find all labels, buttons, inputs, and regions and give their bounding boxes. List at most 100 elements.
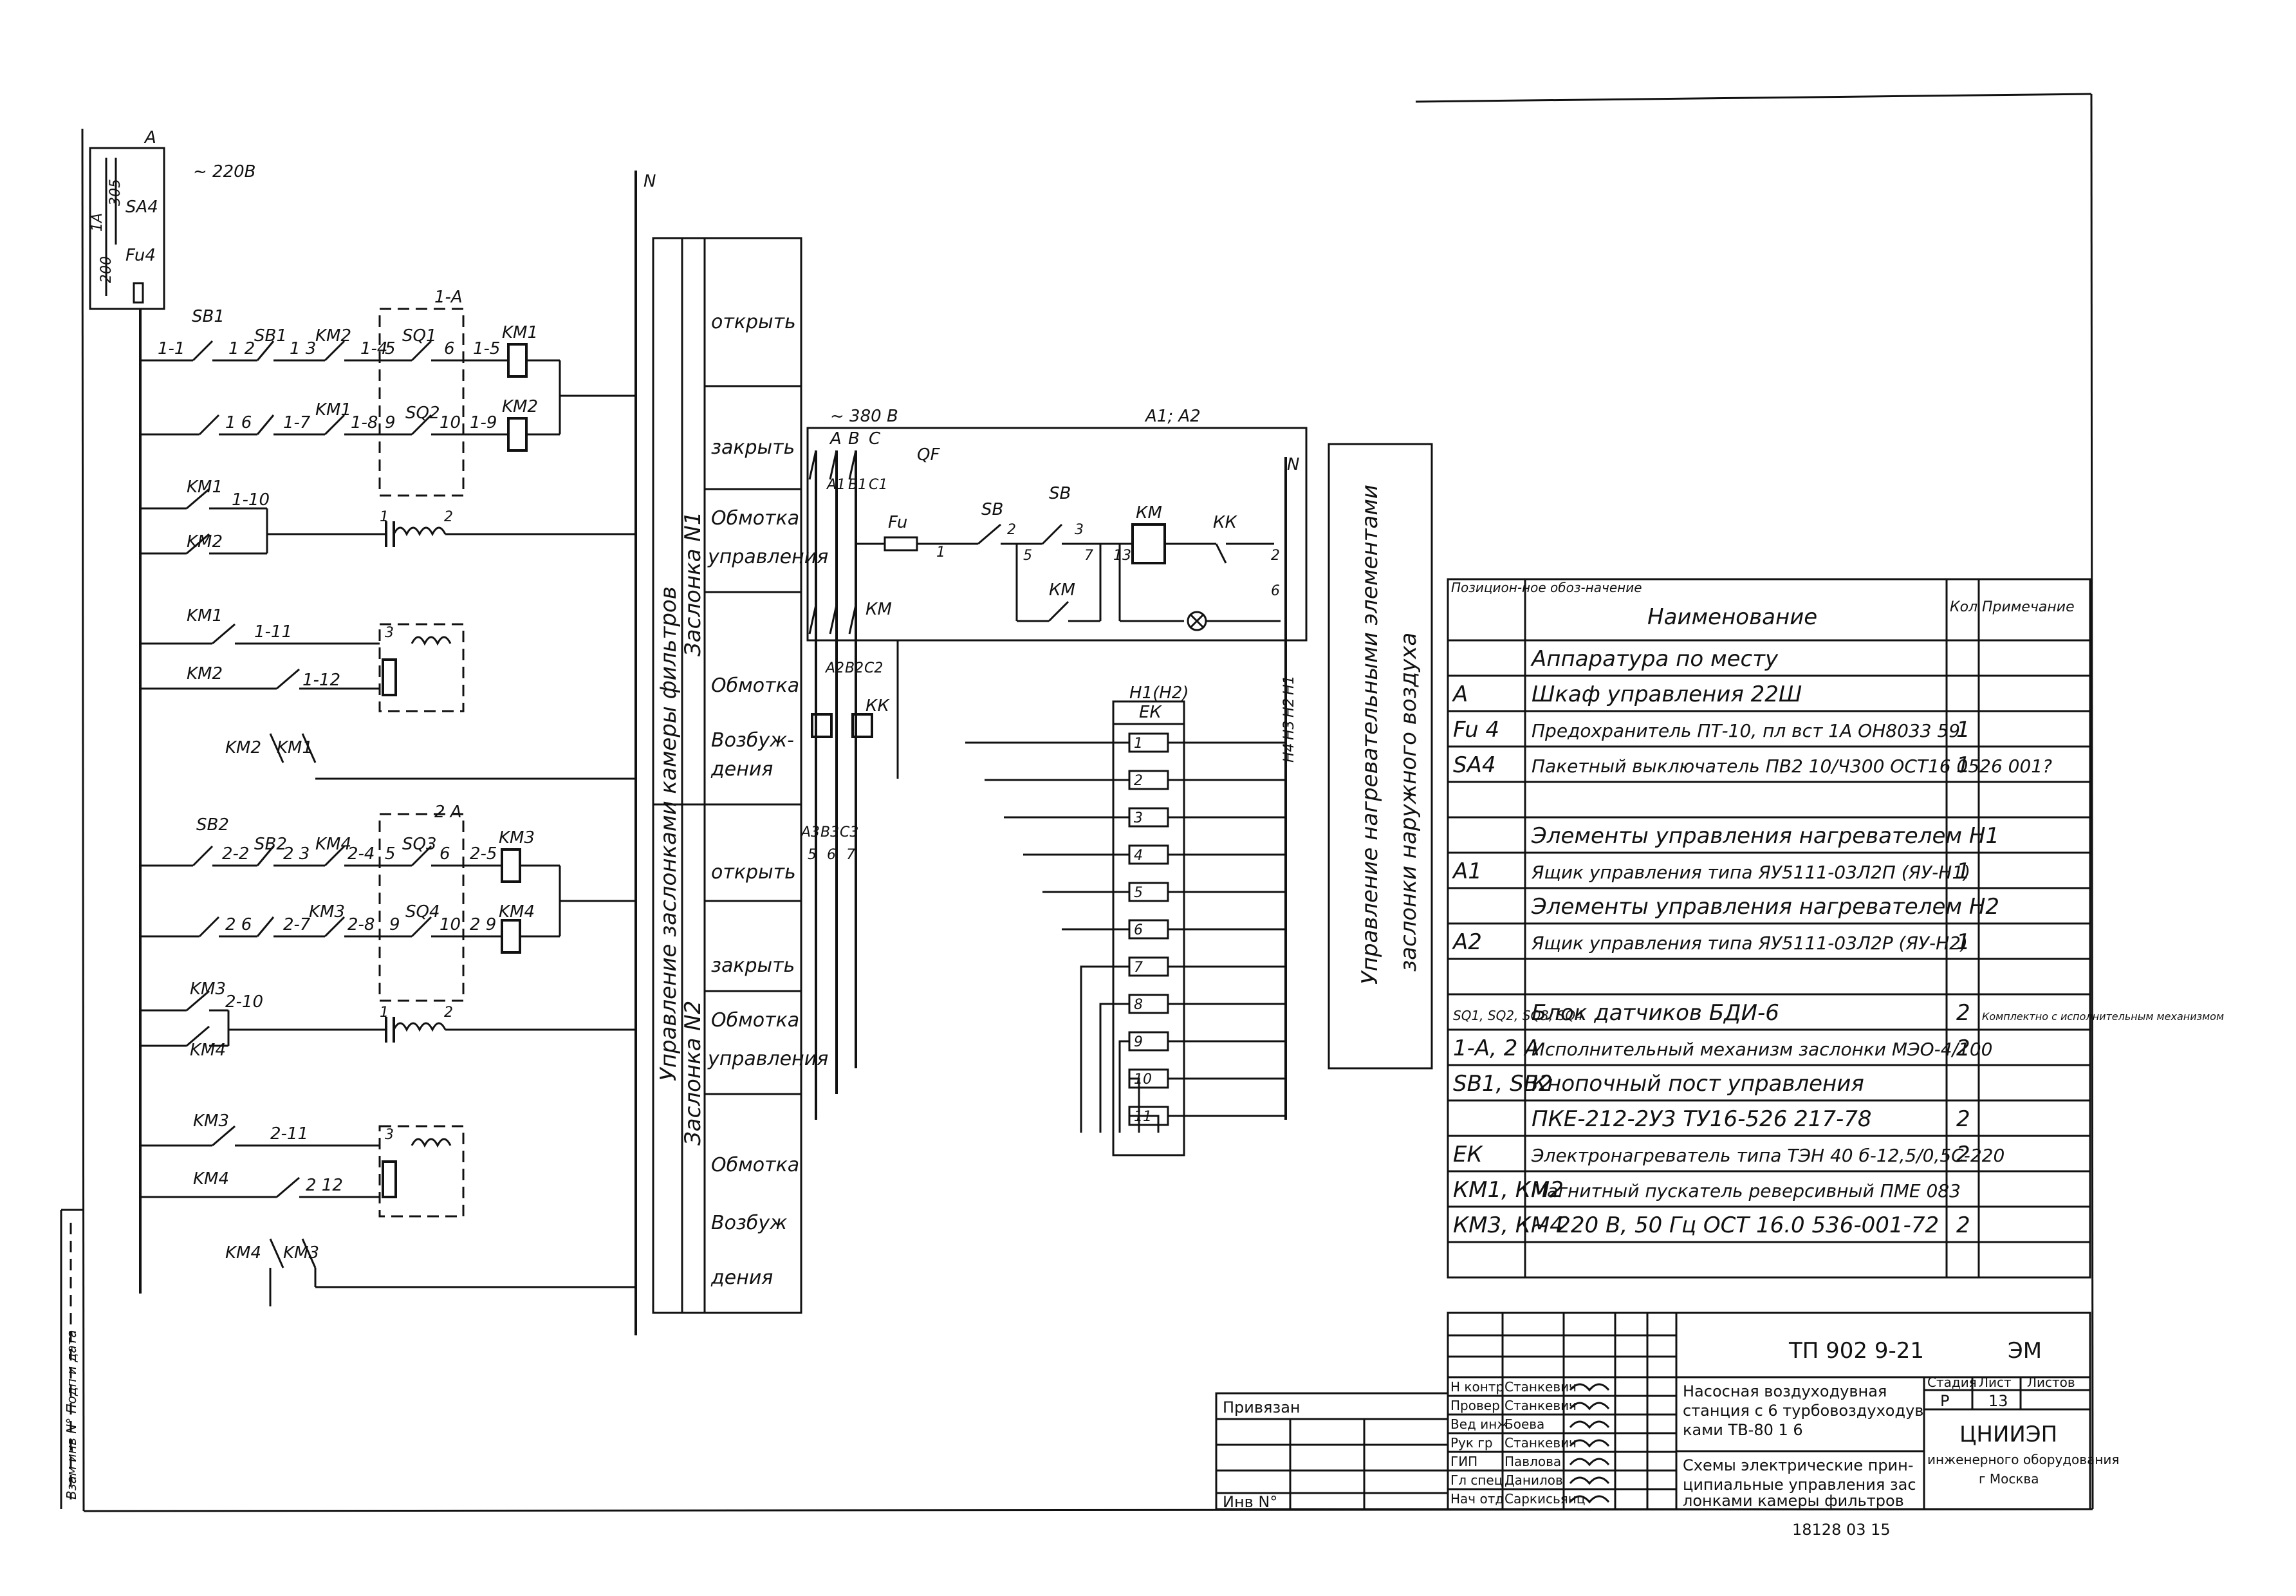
svg-text:Возбуж: Возбуж bbox=[711, 1212, 787, 1234]
svg-text:SQ3: SQ3 bbox=[402, 835, 437, 854]
svg-text:управления: управления bbox=[707, 546, 828, 568]
signature-role: Нач отд bbox=[1450, 1491, 1504, 1507]
signature-role: ГИП bbox=[1450, 1454, 1477, 1469]
svg-text:KM1: KM1 bbox=[502, 323, 538, 342]
svg-text:KM4: KM4 bbox=[315, 835, 351, 854]
svg-text:Н4: Н4 bbox=[1281, 743, 1297, 763]
signature-role: Н контр bbox=[1450, 1379, 1504, 1395]
left-margin-strip: Взам инв N° Подп и дата bbox=[60, 1209, 84, 1509]
spec-cell-name: Ящик управления типа ЯУ5111-03Л2Р (ЯУ-Н2… bbox=[1531, 933, 1968, 954]
vertical-damper-1: Заслонка N1 bbox=[680, 512, 706, 656]
spec-cell-qty: 2 bbox=[1956, 1142, 1970, 1167]
margin-stamp: Взам инв N° Подп и дата bbox=[64, 1330, 79, 1499]
svg-text:1-4: 1-4 bbox=[360, 339, 387, 358]
svg-text:1-5: 1-5 bbox=[473, 339, 500, 358]
svg-text:KM3: KM3 bbox=[190, 979, 226, 999]
heater-wire bbox=[1129, 1077, 1140, 1133]
spec-cell-name: Электронагреватель типа ТЭН 40 б-12,5/0,… bbox=[1531, 1145, 2004, 1166]
svg-text:закрыть: закрыть bbox=[711, 954, 795, 977]
svg-text:13: 13 bbox=[1113, 548, 1131, 564]
svg-text:6: 6 bbox=[1271, 583, 1280, 599]
svg-text:7: 7 bbox=[1084, 548, 1093, 564]
signature-name: Боева bbox=[1504, 1416, 1544, 1432]
svg-text:5: 5 bbox=[385, 844, 396, 864]
heater-cell-number: 4 bbox=[1134, 848, 1143, 864]
svg-text:Fu: Fu bbox=[888, 513, 907, 532]
signature-role: Рук гр bbox=[1450, 1435, 1493, 1451]
svg-text:5: 5 bbox=[1023, 548, 1032, 564]
svg-text:1 2: 1 2 bbox=[228, 339, 255, 358]
title-block: ТП 902 9-21 ЭМ Насосная воздуходувная ст… bbox=[1447, 1312, 2119, 1510]
svg-text:Н1(Н2): Н1(Н2) bbox=[1129, 683, 1189, 703]
heater-cell-number: 5 bbox=[1134, 885, 1143, 901]
org-name: ЦНИИЭП bbox=[1959, 1422, 2057, 1447]
svg-text:С2: С2 bbox=[864, 660, 883, 676]
damper-1-circuit bbox=[140, 308, 636, 780]
heater-wire bbox=[1099, 1003, 1129, 1133]
svg-text:1-7: 1-7 bbox=[283, 413, 311, 432]
svg-text:открыть: открыть bbox=[711, 861, 796, 884]
svg-text:2: 2 bbox=[1007, 522, 1016, 538]
signature-mark bbox=[1569, 1420, 1610, 1429]
svg-text:ЕК: ЕК bbox=[1139, 703, 1162, 722]
svg-text:9: 9 bbox=[385, 413, 396, 432]
svg-text:ками ТВ-80 1 6: ками ТВ-80 1 6 bbox=[1683, 1421, 1803, 1439]
spec-cell-pos: SB1, SB2 bbox=[1453, 1071, 1553, 1097]
svg-text:2-5: 2-5 bbox=[470, 844, 497, 864]
svg-text:SB2: SB2 bbox=[254, 835, 287, 854]
spec-cell-pos: SА4 bbox=[1453, 752, 1495, 778]
svg-text:10: 10 bbox=[440, 915, 461, 934]
svg-text:2: 2 bbox=[1271, 548, 1280, 564]
spec-cell-pos: ЕК bbox=[1453, 1142, 1483, 1167]
function-label-strip: открыть закрыть Обмотка управления Обмот… bbox=[652, 237, 828, 1314]
svg-text:открыть: открыть bbox=[711, 311, 796, 333]
svg-text:Р: Р bbox=[1940, 1392, 1949, 1410]
svg-text:1-11: 1-11 bbox=[254, 622, 292, 642]
svg-text:KM2: KM2 bbox=[225, 738, 261, 757]
vertical-damper-2: Заслонка N2 bbox=[680, 1001, 706, 1146]
svg-text:2 6: 2 6 bbox=[225, 915, 252, 934]
heaters-title-box: Управление нагревательными элементами за… bbox=[1328, 443, 1433, 1070]
svg-text:KM4: KM4 bbox=[193, 1169, 229, 1189]
svg-text:Инв N°: Инв N° bbox=[1223, 1493, 1277, 1511]
svg-text:Обмотка: Обмотка bbox=[711, 1154, 799, 1176]
signature-name: Данилов bbox=[1504, 1472, 1563, 1488]
svg-text:KM2: KM2 bbox=[187, 532, 223, 552]
svg-text:SB1: SB1 bbox=[192, 307, 225, 326]
svg-text:KM1: KM1 bbox=[315, 400, 351, 420]
sheet-frame bbox=[81, 93, 2094, 1512]
cabinet-inner-1: 1А bbox=[89, 213, 106, 232]
signature-mark bbox=[1569, 1439, 1610, 1448]
spec-cell-name: Блок датчиков БДИ-6 bbox=[1532, 1000, 1779, 1026]
svg-text:В2: В2 bbox=[845, 660, 864, 676]
svg-text:КК: КК bbox=[866, 696, 890, 716]
spec-cell-note: Комплектно с исполнительным механизмом bbox=[1982, 1010, 2224, 1023]
svg-text:дения: дения bbox=[710, 758, 773, 781]
spec-cell-name: Элементы управления нагревателем Н2 bbox=[1531, 894, 1999, 920]
svg-text:KM2: KM2 bbox=[502, 397, 538, 416]
spec-head-qty: Кол bbox=[1950, 599, 1977, 615]
svg-text:Н2: Н2 bbox=[1281, 698, 1297, 718]
svg-text:KM4: KM4 bbox=[190, 1041, 226, 1060]
signature-mark bbox=[1569, 1402, 1610, 1411]
svg-text:Управление нагревательными эле: Управление нагревательными элементами bbox=[1357, 485, 1383, 985]
signature-role: Гл спец bbox=[1450, 1472, 1503, 1488]
signature-name: Станкевич bbox=[1504, 1398, 1577, 1413]
svg-text:SB1: SB1 bbox=[254, 326, 287, 346]
svg-text:2: 2 bbox=[444, 509, 453, 525]
heater-control-circuit: ~ 380 В А1; А2 QF А В С А1 В1 С1 КМ А2 В… bbox=[800, 407, 1308, 1120]
svg-text:5: 5 bbox=[385, 339, 396, 358]
svg-text:KM1: KM1 bbox=[187, 606, 223, 626]
svg-text:С1: С1 bbox=[869, 477, 887, 493]
svg-text:1-12: 1-12 bbox=[302, 671, 340, 690]
qf-label: QF bbox=[917, 445, 940, 465]
spec-cell-pos: 1-А, 2 А bbox=[1453, 1035, 1539, 1061]
svg-text:6: 6 bbox=[444, 339, 455, 358]
signature-mark bbox=[1569, 1476, 1610, 1485]
svg-text:Обмотка: Обмотка bbox=[711, 1009, 799, 1032]
svg-text:SB: SB bbox=[981, 500, 1003, 519]
svg-text:1 6: 1 6 bbox=[225, 413, 252, 432]
spec-cell-qty: 1 bbox=[1956, 858, 1970, 884]
supply-380-label: ~ 380 В bbox=[830, 407, 898, 426]
